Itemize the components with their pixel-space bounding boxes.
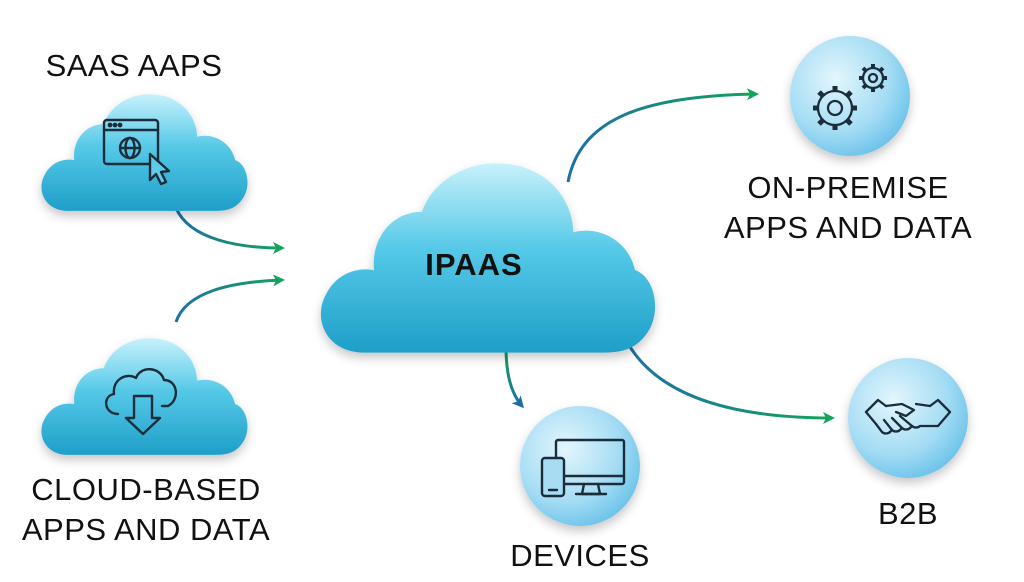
arrow-cloudbased-to-ipaas bbox=[174, 274, 285, 323]
arrow-saas-to-ipaas bbox=[174, 207, 285, 254]
devices-circle bbox=[520, 406, 640, 526]
cloud-download-icon bbox=[105, 368, 177, 436]
b2b-circle bbox=[848, 358, 968, 478]
arrow-ipaas-to-b2b bbox=[625, 341, 835, 424]
cloud-based-label-line2: APPS AND DATA bbox=[22, 512, 270, 547]
on-premise-label-line1: ON-PREMISE bbox=[747, 170, 948, 205]
devices-label: DEVICES bbox=[510, 538, 650, 573]
arrow-ipaas-to-onpremise bbox=[566, 88, 759, 183]
ipaas-label: IPAAS bbox=[425, 247, 522, 282]
gears-icon bbox=[813, 64, 887, 130]
browser-globe-cursor-icon bbox=[102, 118, 171, 186]
saas-cloud bbox=[41, 94, 248, 211]
monitor-phone-icon bbox=[540, 438, 626, 498]
cloud-based-label-line1: CLOUD-BASED bbox=[31, 472, 260, 507]
b2b-label: B2B bbox=[878, 496, 938, 531]
handshake-icon bbox=[864, 398, 952, 435]
saas-apps-label: SAAS AAPS bbox=[46, 48, 223, 83]
arrow-ipaas-to-devices bbox=[504, 345, 524, 409]
on-premise-label-line2: APPS AND DATA bbox=[724, 210, 972, 245]
